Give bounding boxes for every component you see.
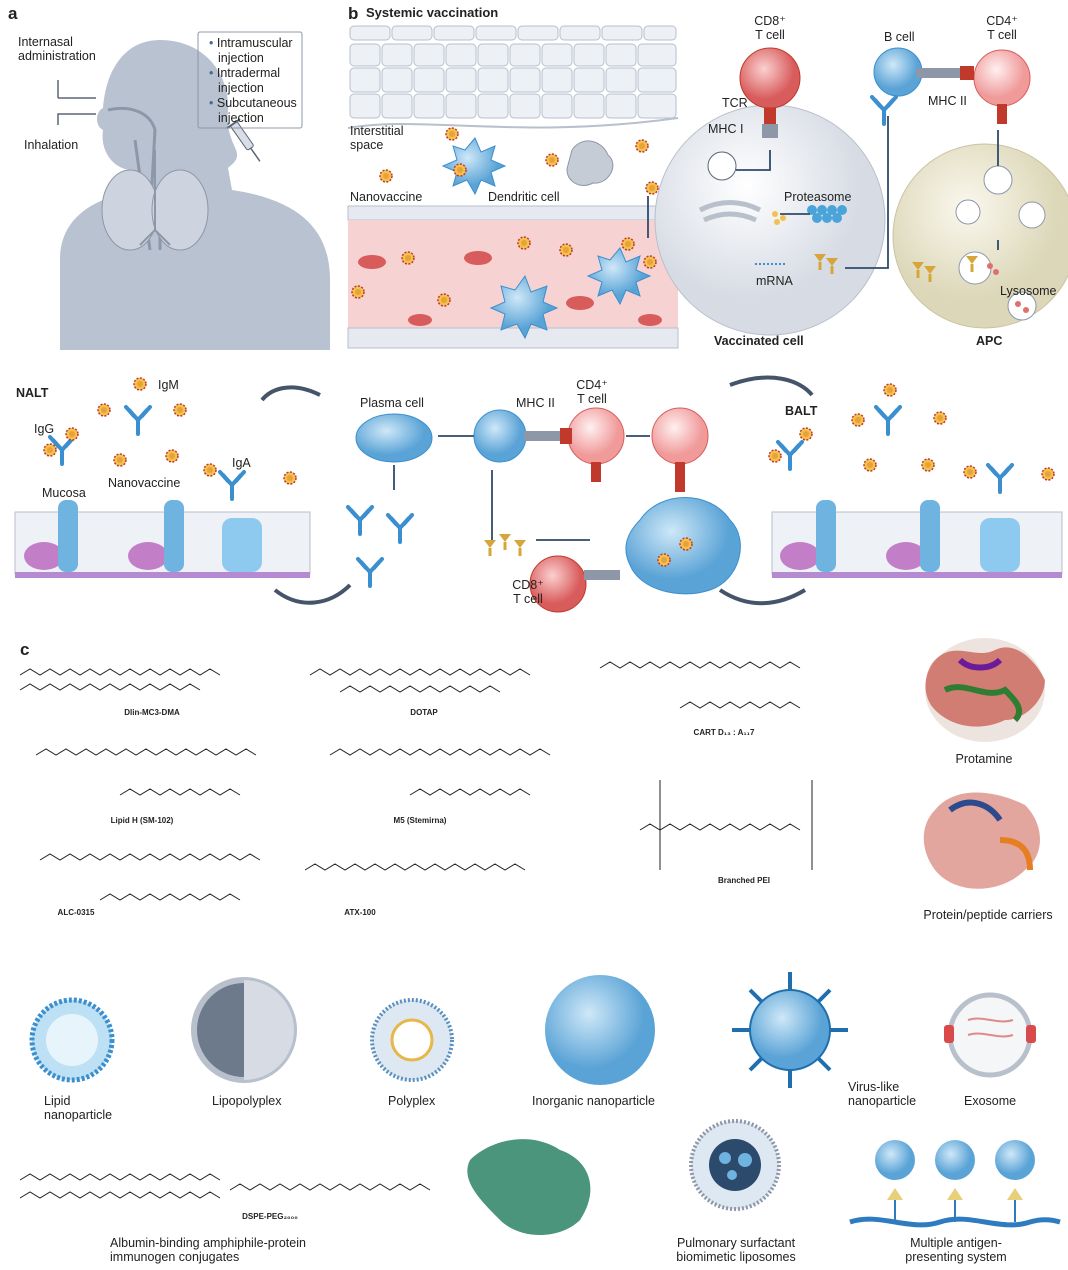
mucosal-cd8-label: CD8⁺ T cell	[512, 578, 544, 606]
chem-name: Lipid H (SM-102)	[110, 816, 174, 825]
chem-name: ALC-0315	[57, 908, 95, 917]
panel-b-title: Systemic vaccination	[366, 5, 499, 20]
routes-box	[197, 31, 303, 129]
bottom-label: Multiple antigen- presenting system	[905, 1236, 1007, 1264]
cd4-label: CD4⁺ T cell	[986, 14, 1018, 42]
vaccinated-cell-label: Vaccinated cell	[714, 334, 804, 348]
balt-label: BALT	[785, 404, 818, 418]
carrier-illustrations	[29, 972, 1061, 1235]
lysosome-label: Lysosome	[1000, 284, 1057, 298]
chem-name: Dlin-MC3-DMA	[124, 708, 180, 717]
apc-cell	[870, 47, 1068, 329]
routes-list: Intramuscular injection Intradermal inje…	[208, 36, 300, 126]
carrier-label: Lipopolyplex	[212, 1094, 282, 1108]
albumin-protein	[467, 1139, 591, 1235]
chem-name: ATX-100	[344, 908, 376, 917]
chem-name: M5 (Stemirna)	[393, 816, 447, 825]
nalt-label: NALT	[16, 386, 49, 400]
mrna-label: mRNA	[756, 274, 793, 288]
bottom-label: Albumin-binding amphiphile-protein immun…	[110, 1236, 306, 1264]
igg-label: IgG	[34, 422, 55, 436]
mucosa-label: Mucosa	[42, 486, 86, 500]
carrier-label: Exosome	[964, 1094, 1017, 1108]
chemical-structures	[19, 661, 813, 1199]
route-item: Intramuscular injection	[217, 36, 300, 66]
protein-carrier-structure	[923, 792, 1040, 889]
protamine-structure	[925, 638, 1045, 742]
b-cell-label: B cell	[884, 30, 915, 44]
mucosal-cd4-label: CD4⁺ T cell	[576, 378, 608, 406]
carrier-label: Polyplex	[388, 1094, 436, 1108]
inhalation-label: Inhalation	[24, 138, 79, 152]
panel-b-label: b	[348, 4, 359, 23]
cd8-label: CD8⁺ T cell	[754, 14, 786, 42]
nalt-epithelium	[14, 500, 311, 578]
route-item: Subcutaneous injection	[217, 96, 300, 126]
cd4-t-cell	[973, 49, 1031, 107]
interstitial-label: Interstitial space	[350, 124, 404, 152]
carrier-label: Lipid nanoparticle	[44, 1094, 113, 1122]
chem-name: DSPE-PEG₂₀₀₀	[242, 1212, 298, 1221]
carrier-label: Inorganic nanoparticle	[532, 1094, 655, 1108]
tissue-diagram	[347, 22, 679, 350]
protein-carriers-label: Protein/peptide carriers	[923, 908, 1053, 922]
mucosal-nanovaccine-label: Nanovaccine	[108, 476, 181, 490]
cd8-t-cell	[739, 47, 801, 109]
route-item: Intradermal injection	[217, 66, 300, 96]
igm-label: IgM	[158, 378, 179, 392]
protamine-label: Protamine	[955, 752, 1013, 766]
nanovaccine-label: Nanovaccine	[350, 190, 423, 204]
bottom-label: Pulmonary surfactant biomimetic liposome…	[676, 1236, 796, 1264]
dendritic-cell-label: Dendritic cell	[488, 190, 560, 204]
tcr-label: TCR	[722, 96, 748, 110]
carrier-label: Virus-like nanoparticle	[848, 1080, 917, 1108]
apc-label: APC	[976, 334, 1003, 348]
b-cell	[873, 47, 923, 97]
chem-name: Branched PEI	[717, 876, 771, 885]
chem-name: CART D₁₃ : A₁₁7	[693, 728, 755, 737]
plasma-cell-label: Plasma cell	[360, 396, 424, 410]
head-silhouette	[57, 40, 330, 350]
mhc1-label: MHC I	[708, 122, 744, 136]
balt-epithelium	[771, 500, 1063, 578]
iga-label: IgA	[232, 456, 251, 470]
plasma-cell	[355, 413, 433, 463]
mucosal-mhc2-label: MHC II	[516, 396, 555, 410]
mucosal-section	[14, 375, 1063, 613]
panel-c-label: c	[20, 640, 30, 659]
mhc2-label: MHC II	[928, 94, 967, 108]
panel-a-label: a	[8, 4, 18, 23]
proteasome-label: Proteasome	[784, 190, 852, 204]
chem-name: DOTAP	[410, 708, 438, 717]
intranasal-label: Internasal administration	[18, 35, 96, 63]
